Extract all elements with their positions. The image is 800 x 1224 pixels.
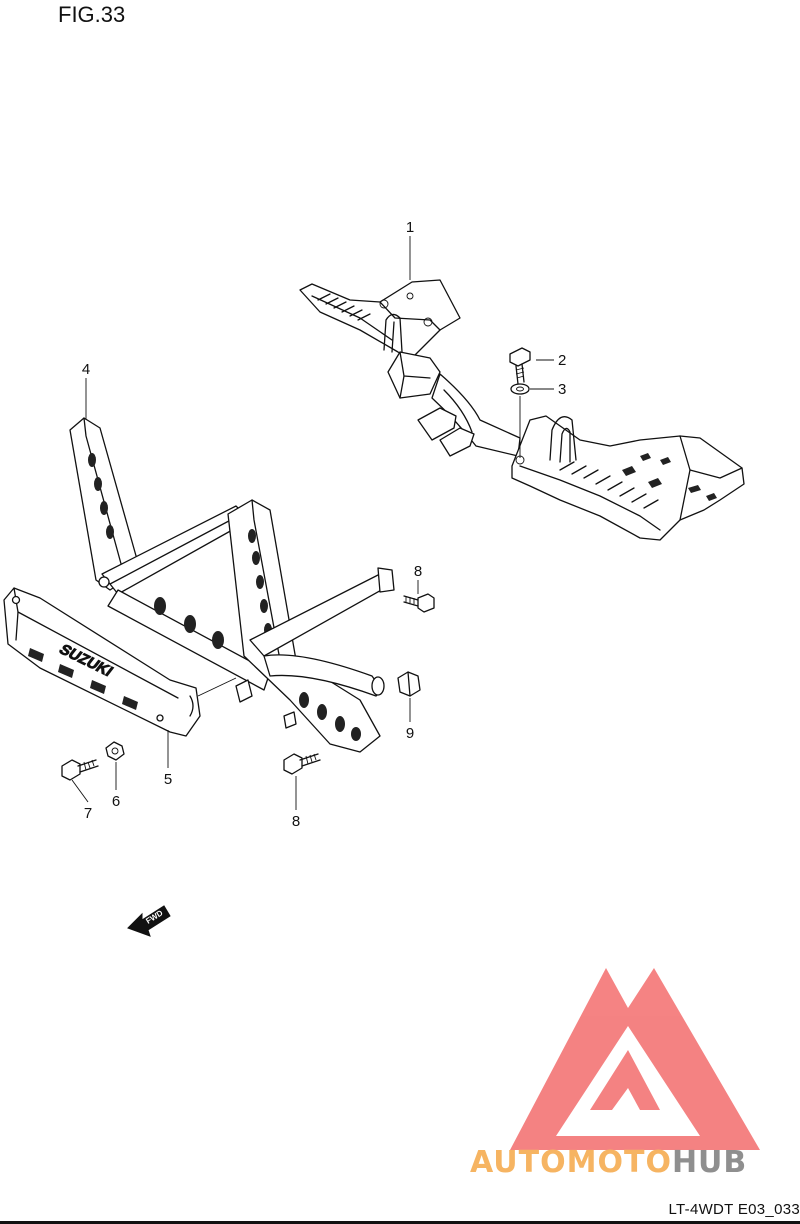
part-4-footrest-frame: [69, 417, 395, 753]
callout-8-lower: 8: [292, 813, 300, 830]
watermark-text-moto: MOTO: [567, 1145, 672, 1180]
callout-4: 4: [82, 361, 90, 378]
part-1-footrest-assembly: [299, 279, 745, 541]
part-9-cap-nut: [397, 671, 421, 697]
part-2-bolt: [509, 347, 531, 385]
watermark-logo: AUTOMOTOHUB: [470, 968, 760, 1180]
svg-text:AUTOMOTOHUB: AUTOMOTOHUB: [470, 1145, 747, 1180]
callout-8-upper: 8: [414, 563, 422, 580]
part-8-bolt-lower: [283, 753, 321, 775]
watermark-text-auto: AUTO: [470, 1145, 567, 1180]
leader-lines: [71, 236, 554, 810]
fwd-arrow-icon: FWD: [127, 905, 171, 937]
part-7-bolt: [61, 759, 99, 781]
watermark-text-hub: HUB: [672, 1145, 747, 1180]
callout-7: 7: [84, 805, 92, 822]
part-5-side-guard: SUZUKI: [3, 587, 201, 737]
callout-5: 5: [164, 771, 172, 788]
part-8-bolt-upper: [403, 593, 435, 613]
bottom-border: [0, 1221, 800, 1224]
part-3-washer: [510, 383, 530, 395]
part-6-nut: [105, 741, 125, 761]
callout-2: 2: [558, 352, 566, 369]
callout-3: 3: [558, 381, 566, 398]
figure-title: FIG.33: [58, 2, 126, 27]
callout-9: 9: [406, 725, 414, 742]
callout-labels: 1 2 3 4 5 6 7 8 8 9: [82, 219, 567, 830]
callout-6: 6: [112, 793, 120, 810]
callout-1: 1: [406, 219, 414, 236]
diagram-code: LT-4WDT E03_033: [668, 1201, 800, 1218]
